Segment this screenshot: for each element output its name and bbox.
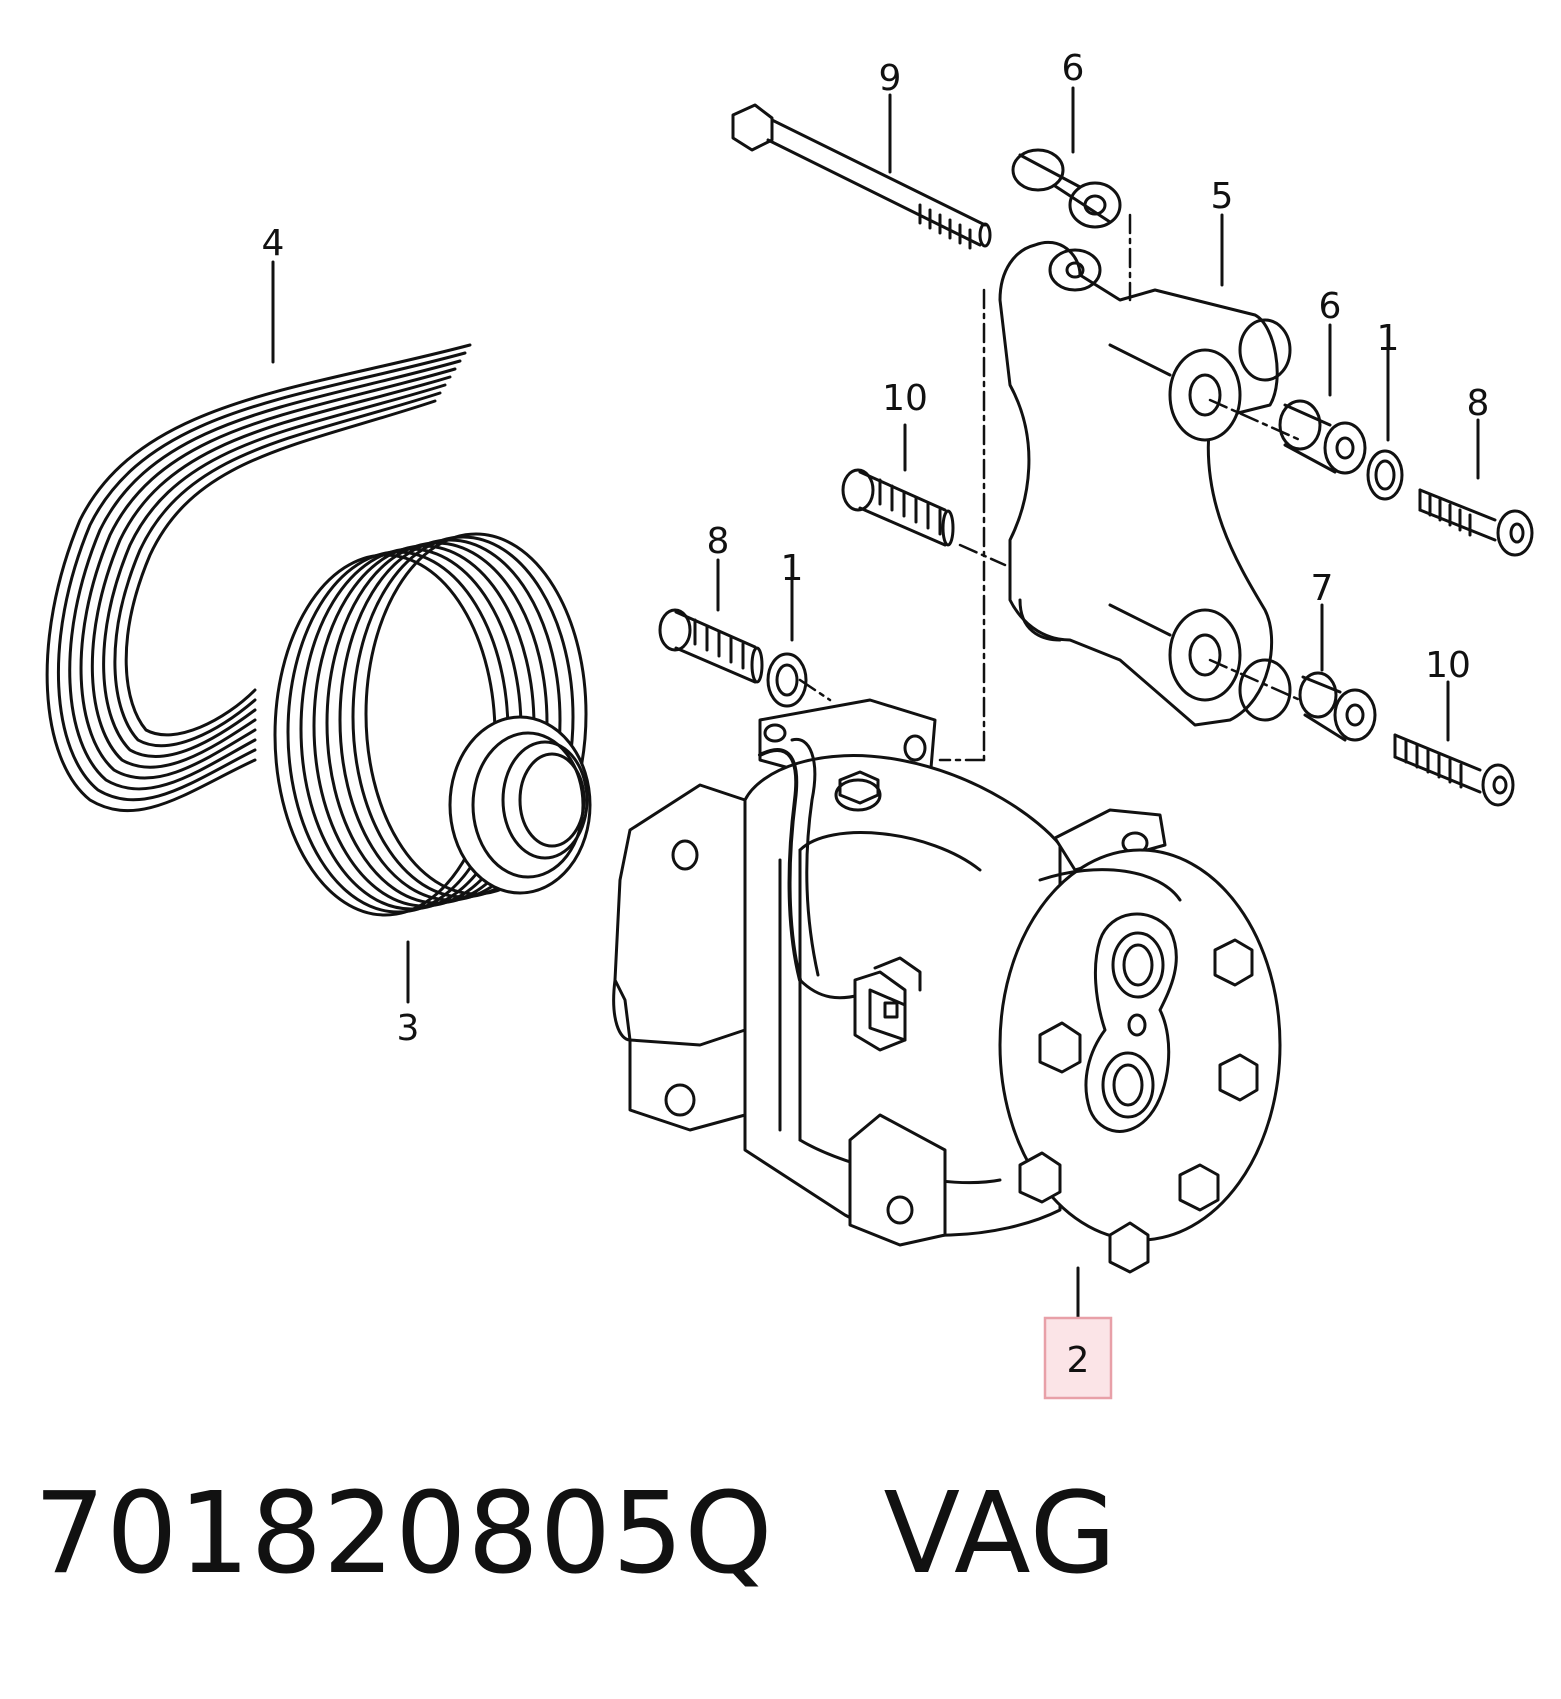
callout-8-left: 8 bbox=[707, 521, 730, 562]
clutch-pulley bbox=[273, 532, 592, 917]
washer-right bbox=[1366, 449, 1404, 501]
callout-1-right: 1 bbox=[1377, 318, 1400, 359]
bolt-10-middle bbox=[841, 468, 955, 547]
spacer-sleeve-right bbox=[1278, 399, 1367, 475]
callout-8-right: 8 bbox=[1467, 383, 1490, 424]
callout-3: 3 bbox=[397, 1008, 420, 1049]
callout-2: 2 bbox=[1067, 1340, 1090, 1381]
washer-left bbox=[766, 652, 808, 708]
callout-4: 4 bbox=[262, 223, 285, 264]
callout-1-left: 1 bbox=[781, 548, 804, 589]
bolt-8-right bbox=[1418, 488, 1534, 557]
callout-7: 7 bbox=[1311, 568, 1334, 609]
part-number: 701820805Q bbox=[34, 1469, 774, 1599]
brand-name: VAG bbox=[883, 1469, 1118, 1599]
drive-belt bbox=[45, 343, 472, 812]
spacer-sleeve-top bbox=[1011, 148, 1122, 229]
sleeve-7 bbox=[1298, 671, 1377, 742]
mounting-bracket bbox=[998, 240, 1292, 727]
callout-6-top: 6 bbox=[1062, 48, 1085, 89]
ac-compressor bbox=[612, 698, 1282, 1274]
callout-6-right: 6 bbox=[1319, 286, 1342, 327]
bolt-10-right bbox=[1393, 733, 1515, 807]
callout-10-right: 10 bbox=[1425, 645, 1471, 686]
callout-5: 5 bbox=[1211, 176, 1234, 217]
long-bolt bbox=[731, 103, 992, 250]
callout-9: 9 bbox=[879, 58, 902, 99]
callout-10-middle: 10 bbox=[882, 378, 928, 419]
highlight-box-item-2 bbox=[1043, 1316, 1113, 1400]
bolt-8-left bbox=[658, 608, 764, 684]
